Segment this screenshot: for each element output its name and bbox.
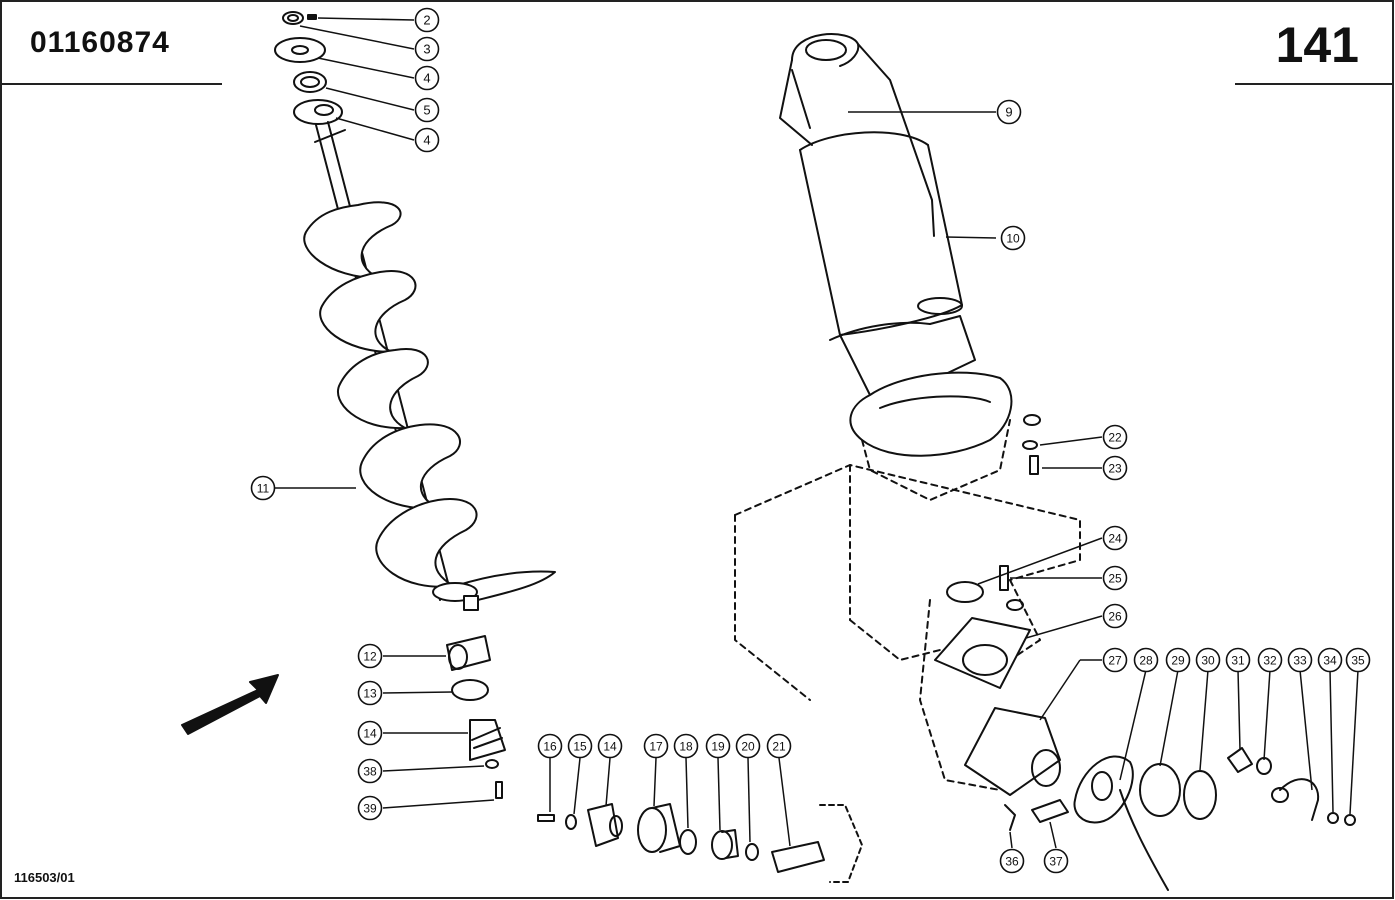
callout-32: 32 xyxy=(1257,647,1283,673)
callout-16: 16 xyxy=(537,733,563,759)
callout-37: 37 xyxy=(1043,848,1069,874)
callout-label: 25 xyxy=(1108,572,1122,586)
callout-label: 32 xyxy=(1263,654,1277,668)
callout-19: 19 xyxy=(705,733,731,759)
callout-34: 34 xyxy=(1317,647,1343,673)
callout-4: 4 xyxy=(414,65,440,91)
callout-label: 14 xyxy=(363,727,377,741)
callout-label: 17 xyxy=(649,740,663,754)
callout-label: 11 xyxy=(257,482,270,496)
callout-label: 4 xyxy=(423,71,430,86)
callout-38: 38 xyxy=(357,758,383,784)
callout-label: 10 xyxy=(1006,232,1020,246)
callout-31: 31 xyxy=(1225,647,1251,673)
bottom-parts-row xyxy=(537,803,863,883)
leader-lines xyxy=(275,17,1359,849)
callout-label: 5 xyxy=(423,103,430,118)
callout-24: 24 xyxy=(1102,525,1128,551)
drawing-reference: 116503/01 xyxy=(14,870,75,885)
top-bearing-parts xyxy=(274,11,343,125)
callout-label: 9 xyxy=(1005,105,1012,120)
callout-label: 24 xyxy=(1108,532,1122,546)
callout-label: 34 xyxy=(1323,654,1337,668)
callout-label: 12 xyxy=(363,650,377,664)
callout-30: 30 xyxy=(1195,647,1221,673)
callout-label: 38 xyxy=(363,765,377,779)
auger-flights xyxy=(303,201,556,611)
callout-label: 33 xyxy=(1293,654,1307,668)
callout-13: 13 xyxy=(357,680,383,706)
callout-3: 3 xyxy=(414,36,440,62)
callout-label: 26 xyxy=(1108,610,1122,624)
discharge-tube xyxy=(799,144,976,396)
callout-14: 14 xyxy=(357,720,383,746)
callout-label: 27 xyxy=(1108,654,1122,668)
callout-4: 4 xyxy=(414,127,440,153)
callout-22: 22 xyxy=(1102,424,1128,450)
callout-label: 20 xyxy=(741,740,755,754)
callout-label: 28 xyxy=(1139,654,1153,668)
page-number: 141 xyxy=(1275,17,1359,73)
discharge-spout xyxy=(779,33,935,237)
callout-35: 35 xyxy=(1345,647,1371,673)
callout-label: 39 xyxy=(363,802,377,816)
tube-base-flange xyxy=(849,371,1013,457)
direction-arrow-icon xyxy=(181,674,279,735)
callout-label: 15 xyxy=(573,740,587,754)
callout-23: 23 xyxy=(1102,455,1128,481)
callout-label: 36 xyxy=(1005,855,1019,869)
callout-5: 5 xyxy=(414,97,440,123)
callout-11: 11 xyxy=(250,475,276,501)
callout-17: 17 xyxy=(643,733,669,759)
callout-12: 12 xyxy=(357,643,383,669)
callout-label: 21 xyxy=(772,740,786,754)
callout-20: 20 xyxy=(735,733,761,759)
callout-27: 27 xyxy=(1102,647,1128,673)
callout-label: 14 xyxy=(603,740,617,754)
callout-14: 14 xyxy=(597,733,623,759)
callout-29: 29 xyxy=(1165,647,1191,673)
callout-label: 19 xyxy=(711,740,725,754)
lower-auger-parts xyxy=(446,635,506,799)
callout-label: 37 xyxy=(1049,855,1063,869)
callout-label: 23 xyxy=(1108,462,1122,476)
callout-2: 2 xyxy=(414,7,440,33)
callout-label: 29 xyxy=(1171,654,1185,668)
callout-25: 25 xyxy=(1102,565,1128,591)
callout-33: 33 xyxy=(1287,647,1313,673)
callout-15: 15 xyxy=(567,733,593,759)
callout-label: 22 xyxy=(1108,431,1122,445)
gearbox-parts xyxy=(934,414,1356,891)
callout-label: 16 xyxy=(543,740,557,754)
callout-39: 39 xyxy=(357,795,383,821)
callout-10: 10 xyxy=(1000,225,1026,251)
callout-label: 2 xyxy=(423,13,430,28)
callout-36: 36 xyxy=(999,848,1025,874)
callout-28: 28 xyxy=(1133,647,1159,673)
callout-18: 18 xyxy=(673,733,699,759)
callout-9: 9 xyxy=(996,99,1022,125)
callout-label: 30 xyxy=(1201,654,1215,668)
part-number: 01160874 xyxy=(30,26,170,59)
callout-label: 31 xyxy=(1231,654,1245,668)
callout-label: 35 xyxy=(1351,654,1365,668)
callout-26: 26 xyxy=(1102,603,1128,629)
callout-label: 4 xyxy=(423,133,430,148)
callout-label: 3 xyxy=(423,42,430,57)
callout-label: 18 xyxy=(679,740,693,754)
callout-label: 13 xyxy=(363,687,377,701)
callout-21: 21 xyxy=(766,733,792,759)
